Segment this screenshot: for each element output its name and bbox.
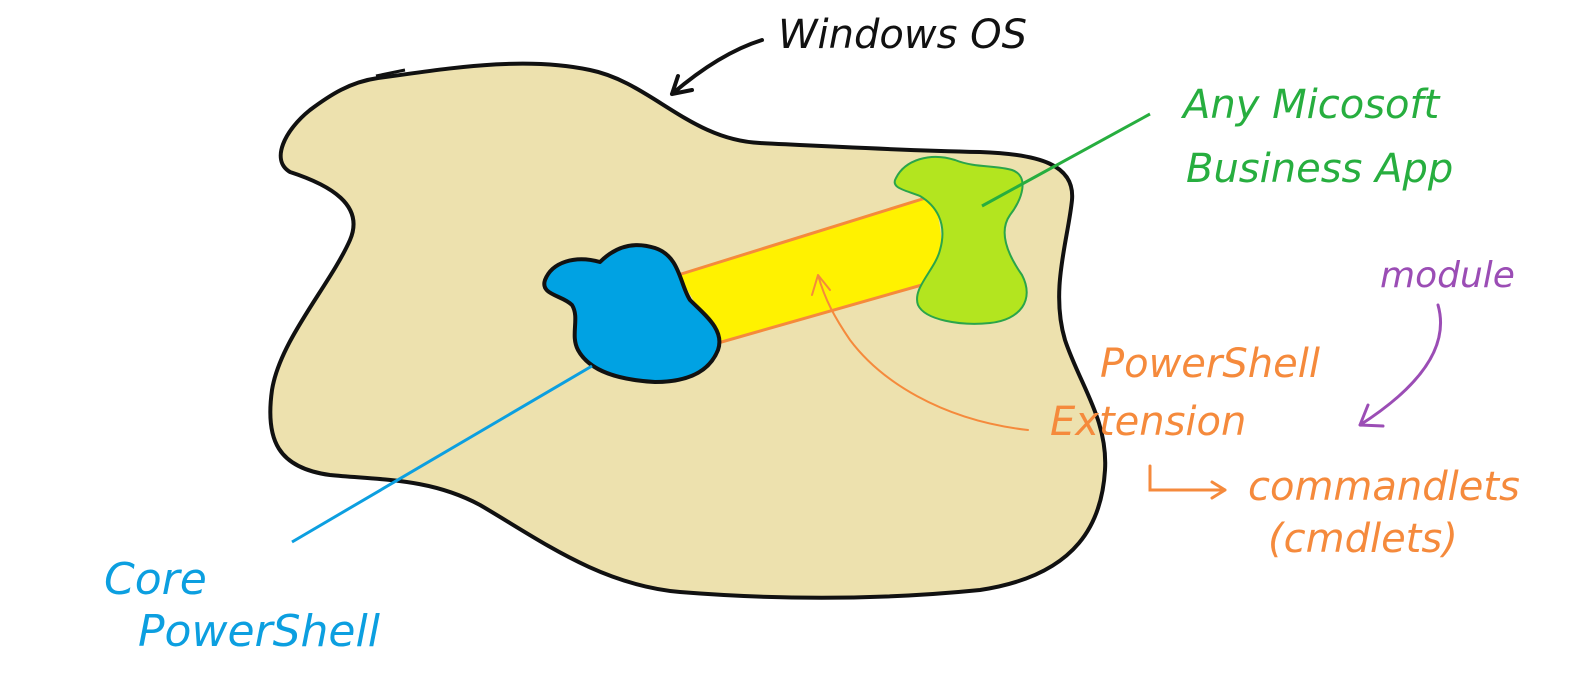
cmdlets-label: (cmdlets) [1268, 516, 1458, 562]
business-app-label-line1: Any Micosoft [1180, 82, 1441, 128]
business-app-connector-line [981, 112, 1151, 208]
extension-label-line1: PowerShell [1100, 341, 1320, 387]
extension-label-line2: Extension [1050, 399, 1246, 445]
windows-os-arrow [670, 38, 764, 96]
extension-edge-top [677, 194, 933, 277]
business-app-label-line2: Business App [1186, 146, 1453, 192]
core-label-line2: PowerShell [138, 606, 381, 657]
core-label-line1: Core [104, 554, 207, 605]
extension-arrow [811, 274, 1029, 431]
module-label: module [1380, 255, 1515, 296]
commandlets-arrow [1148, 464, 1227, 500]
extension-bridge [678, 196, 942, 342]
core-connector-line [291, 364, 593, 544]
extension-edge-bottom [717, 279, 937, 345]
windows-os-tick [375, 68, 406, 78]
module-arrow [1358, 303, 1443, 428]
commandlets-label: commandlets [1248, 464, 1520, 510]
core-powershell-region [542, 243, 722, 384]
windows-os-label: Windows OS [778, 12, 1027, 58]
